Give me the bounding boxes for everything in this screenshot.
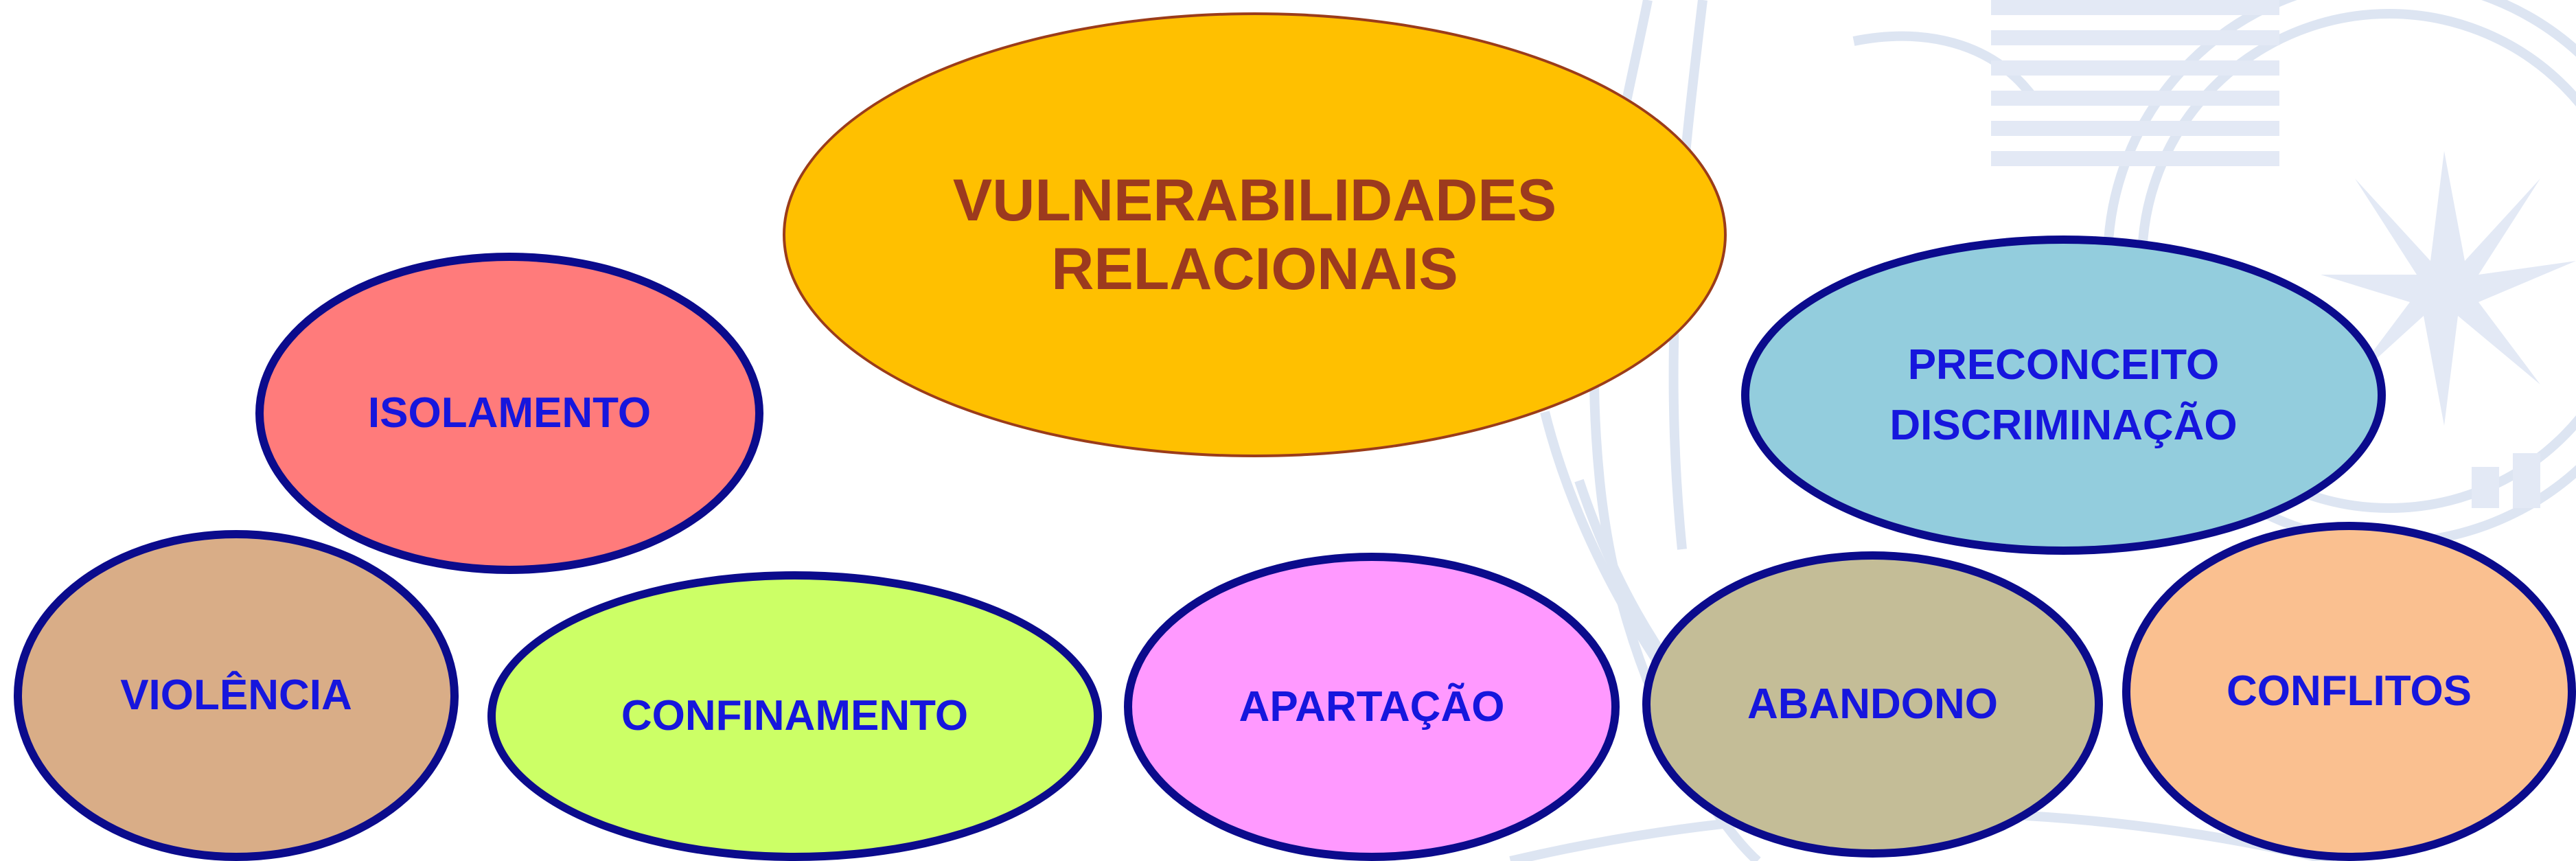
node-confinamento: CONFINAMENTO	[487, 571, 1102, 861]
node-apartacao: APARTAÇÃO	[1124, 553, 1620, 861]
node-label: CONFLITOS	[2226, 667, 2472, 715]
node-label: APARTAÇÃO	[1239, 682, 1505, 731]
node-label: VIOLÊNCIA	[120, 671, 352, 719]
node-conflitos: CONFLITOS	[2122, 522, 2576, 861]
node-label-line-1: PRECONCEITO	[1907, 341, 2220, 389]
node-violencia: VIOLÊNCIA	[14, 530, 459, 861]
central-node-line-1: VULNERABILIDADES	[952, 168, 1557, 233]
node-preconceito-discriminacao: PRECONCEITO DISCRIMINAÇÃO	[1741, 236, 2386, 555]
node-label-line-2: DISCRIMINAÇÃO	[1889, 401, 2238, 449]
node-label: CONFINAMENTO	[621, 692, 969, 739]
central-node-line-2: RELACIONAIS	[1051, 236, 1458, 302]
node-isolamento: ISOLAMENTO	[255, 253, 763, 574]
node-label: ABANDONO	[1747, 680, 1999, 728]
node-abandono: ABANDONO	[1642, 551, 2103, 858]
node-label: ISOLAMENTO	[367, 389, 652, 437]
central-node-vulnerabilidades-relacionais: VULNERABILIDADES RELACIONAIS	[783, 12, 1727, 457]
